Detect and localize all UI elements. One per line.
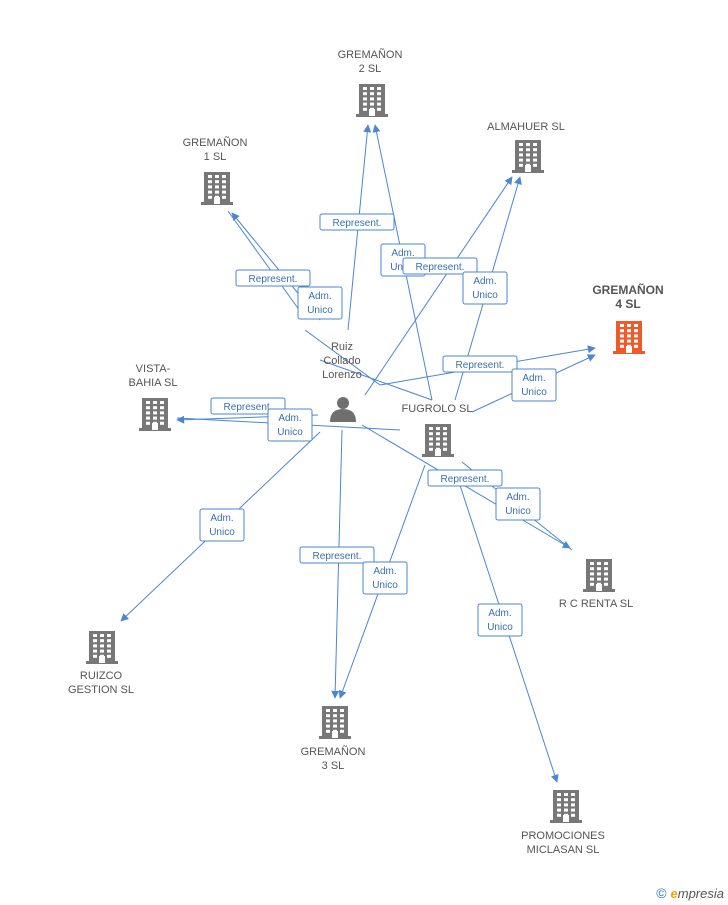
edge-label-text: Adm. [473,276,496,287]
node-label: 1 SL [204,151,227,163]
node-vistabahia[interactable]: VISTA- BAHIA SL [129,363,178,431]
edge-label-text: Unico [472,290,498,301]
building-icon [356,84,388,117]
node-label: Ruiz [331,341,353,353]
edge-line [304,329,381,386]
building-icon [422,424,454,457]
node-label: 3 SL [322,760,345,772]
building-icon [86,631,118,664]
edge-labels-layer: Represent.Adm.UnicoRepresent.Adm.UnicoRe… [199,213,557,637]
edge-label-box: Represent. [235,269,311,287]
node-gremanon1[interactable]: GREMAÑON 1 SL [183,136,248,205]
edge-label-box: Adm. Unico [477,603,523,637]
person-icon [330,397,356,422]
edge-label-box: Represent. [210,397,286,415]
node-label: RUIZCO [80,670,123,682]
node-label: GREMAÑON [338,48,403,61]
edge-label-text: Represent. [249,274,298,285]
edge-label-text: Adm. [506,492,529,503]
building-icon [512,140,544,173]
edge-label-text: Unico [487,622,513,633]
edge-label-box: Represent. [319,213,395,231]
edge-label-box: Adm. Unico [511,368,557,402]
edge-line [331,429,343,699]
building-icon [201,172,233,205]
node-label: R C RENTA SL [559,598,633,610]
edge-label-text: Adm. [522,373,545,384]
building-icon [319,706,351,739]
edge-label-text: Represent. [441,474,490,485]
node-label: BAHIA SL [129,377,178,389]
copyright-icon: © [656,885,667,901]
nodes-layer: GREMAÑON 2 SL GREMAÑON 1 SL ALMAHUER SL GREMA… [68,48,664,856]
node-ruizco[interactable]: RUIZCO GESTION SL [68,631,134,696]
edge-label-box: Represent. [299,546,375,564]
node-promociones[interactable]: PROMOCIONES MICLASAN SL [521,790,605,856]
building-icon [613,321,645,354]
edge-label-text: Unico [277,427,303,438]
edge-label-text: Adm. [278,413,301,424]
node-label: Collado [323,355,360,367]
edge-label-box: Represent. [427,469,503,487]
edge-label-text: Adm. [308,291,331,302]
node-label: 2 SL [359,63,382,75]
footer-brand: © e mpresia [656,885,724,901]
edge-label-text: Unico [307,305,333,316]
edge-label-text: Unico [521,387,547,398]
edge-label-text: Represent. [313,551,362,562]
node-label: GREMAÑON [301,745,366,758]
edge-label-text: Represent. [224,402,273,413]
brand-name: mpresia [677,885,724,901]
node-rcrenta[interactable]: R C RENTA SL [559,559,633,610]
edge-label-text: Represent. [416,262,465,273]
edge-label-text: Represent. [333,218,382,229]
edge-label-text: Adm. [488,608,511,619]
node-label: PROMOCIONES [521,830,605,842]
edge-label-text: Adm. [373,566,396,577]
building-icon [139,398,171,431]
node-gremanon3[interactable]: GREMAÑON 3 SL [301,706,366,772]
node-fugrolo[interactable]: FUGROLO SL [402,403,473,457]
edge-label-box: Adm. Unico [199,508,245,542]
brand-initial: e [670,885,678,901]
edge-label-text: Unico [209,527,235,538]
node-label: Lorenzo [322,369,362,381]
edge-line [227,210,306,319]
node-label: ALMAHUER SL [487,121,565,133]
node-label: GESTION SL [68,684,134,696]
edge-label-box: Adm. Unico [462,271,508,305]
edge-line [319,359,433,401]
node-gremanon2[interactable]: GREMAÑON 2 SL [338,48,403,117]
edge-label-box: Represent. [442,355,518,373]
node-label: VISTA- [136,363,171,375]
edge-label-text: Adm. [391,248,414,259]
edge-label-box: Adm. Unico [495,487,541,521]
edge-label-box: Adm. Unico [297,286,343,320]
edge-label-text: Adm. [210,513,233,524]
edge-label-text: Unico [505,506,531,517]
building-icon [550,790,582,823]
node-label: 4 SL [615,297,640,311]
edge-label-box: Adm. Unico [267,408,313,442]
edge-label-box: Adm. Unico [362,561,408,595]
node-label: MICLASAN SL [527,844,600,856]
node-label: FUGROLO SL [402,403,473,415]
edge-label-text: Represent. [456,360,505,371]
node-label: GREMAÑON [183,136,248,149]
edge-label-box: Represent. [402,257,478,275]
edge-label-text: Unico [372,580,398,591]
node-label: GREMAÑON [592,282,663,297]
edge-line [364,176,513,396]
building-icon [583,559,615,592]
node-almahuer[interactable]: ALMAHUER SL [487,121,565,173]
